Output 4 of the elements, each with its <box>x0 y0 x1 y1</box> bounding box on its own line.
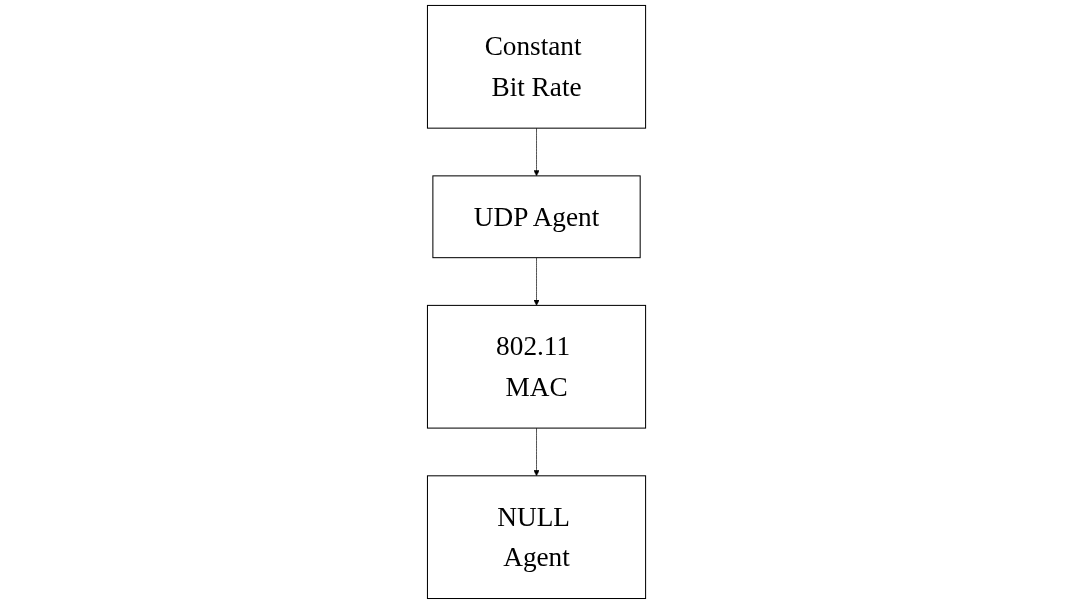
node-box: Constant Bit Rate <box>426 4 647 129</box>
node-box: UDP Agent <box>432 175 641 259</box>
node-box: NULL Agent <box>426 475 647 600</box>
node-box: 802.11 MAC <box>426 304 647 429</box>
